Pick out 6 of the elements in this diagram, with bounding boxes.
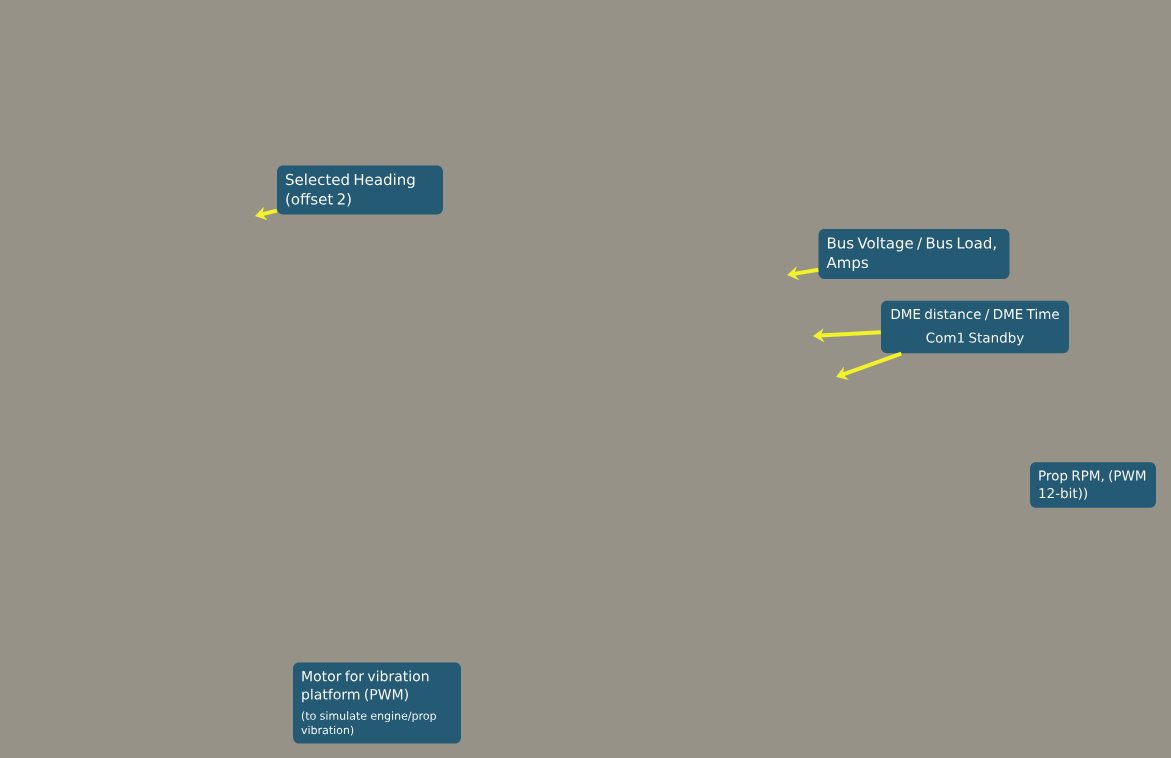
callout-box: Bus Voltage / Bus Load, Amps [818, 229, 1010, 279]
leader-arrow [836, 351, 902, 380]
callout-box: Selected Heading (offset 2) [277, 165, 443, 215]
callout-box: DME distance / DME Time Com1 Standby [881, 300, 1069, 354]
callout-box: Motor for vibration platform (PWM) (to simulate engine/prop vibration) [293, 662, 461, 744]
callout-box: Prop RPM, (PWM 12-bit)) [1030, 462, 1156, 508]
